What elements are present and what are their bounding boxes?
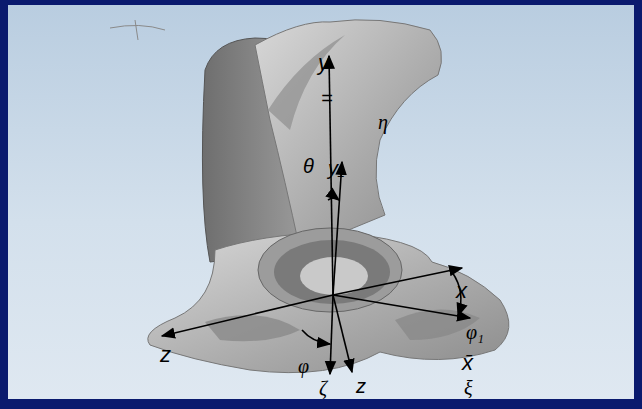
axis-label: φ [298, 356, 309, 376]
axis-label: z [160, 344, 171, 366]
axis-label: ξ [464, 378, 473, 398]
axis-label: y₁ [328, 158, 344, 178]
axis-label: ζ [319, 378, 327, 398]
axis-label: η [378, 112, 388, 132]
axis-label: y [318, 52, 329, 74]
axis-label: x̄ [462, 352, 473, 374]
axis-label: = [321, 88, 333, 108]
axis-label: x [456, 280, 467, 302]
axis-label: θ [303, 156, 314, 176]
axis-label: φ₁ [466, 322, 484, 342]
axis-label: z [356, 376, 366, 396]
